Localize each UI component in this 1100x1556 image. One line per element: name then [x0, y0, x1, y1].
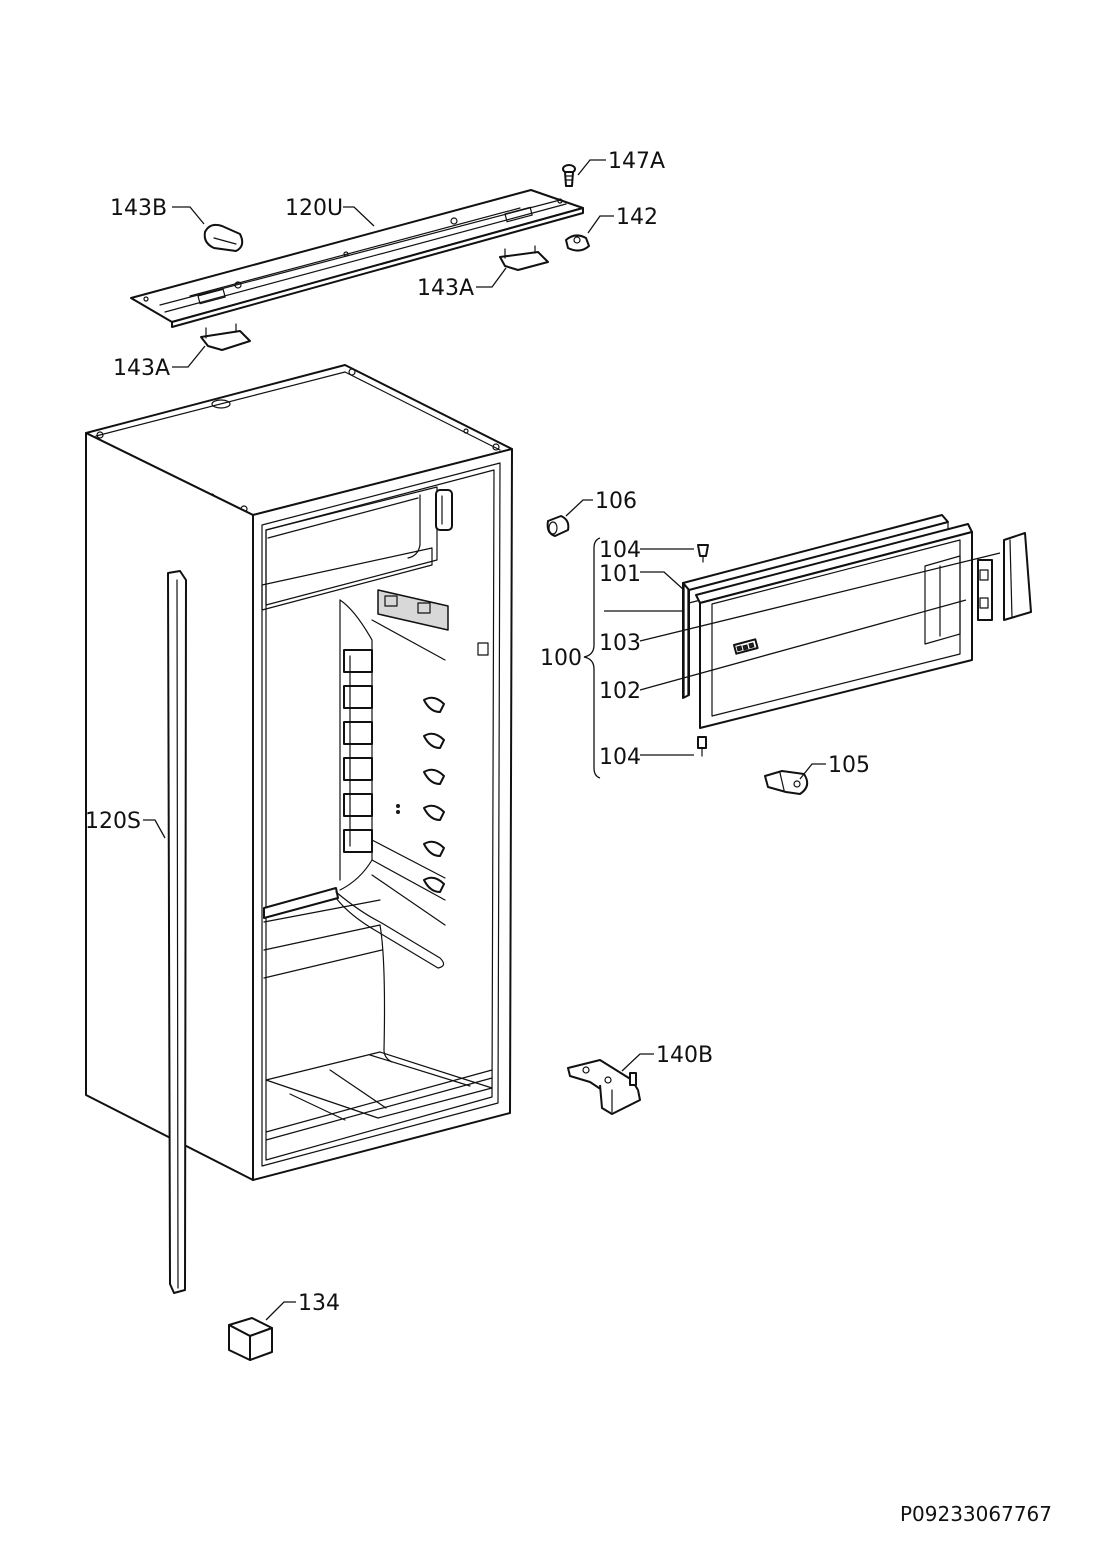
leader-lines — [143, 159, 1001, 1321]
cap-106 — [546, 515, 570, 537]
shelf-supports-right — [423, 696, 445, 893]
label-134: 134 — [298, 1291, 340, 1316]
label-143A-top: 143A — [417, 276, 474, 301]
door-pin-104-bottom — [697, 736, 707, 757]
cover-cap-143A-top — [499, 245, 549, 271]
label-103: 103 — [599, 631, 641, 656]
hinge-pin-142 — [565, 234, 590, 252]
label-143A-left: 143A — [113, 356, 170, 381]
shelf-supports-left — [343, 649, 373, 853]
label-143B: 143B — [110, 196, 167, 221]
door-pin-104-top — [697, 544, 709, 563]
label-100: 100 — [540, 646, 582, 671]
seal-strip-120S — [167, 570, 187, 1294]
screw-147A — [562, 164, 576, 187]
label-147A: 147A — [608, 149, 665, 174]
document-code: P09233067767 — [900, 1502, 1052, 1526]
label-120U: 120U — [285, 196, 343, 221]
label-106: 106 — [595, 489, 637, 514]
block-134 — [228, 1317, 273, 1361]
label-104-top: 104 — [599, 538, 641, 563]
label-101: 101 — [599, 562, 641, 587]
label-140B: 140B — [656, 1043, 713, 1068]
label-102: 102 — [599, 679, 641, 704]
label-142: 142 — [616, 205, 658, 230]
top-hinge-bar-120U — [130, 189, 584, 328]
label-104-bottom: 104 — [599, 745, 641, 770]
latch-105 — [764, 770, 809, 795]
label-120S: 120S — [85, 809, 141, 834]
bottom-hinge-140B — [567, 1059, 641, 1115]
cover-cap-143B — [203, 223, 244, 252]
cabinet-body — [85, 364, 513, 1181]
door-assembly — [682, 514, 1032, 729]
label-105: 105 — [828, 753, 870, 778]
cover-cap-143A-left — [200, 323, 251, 351]
